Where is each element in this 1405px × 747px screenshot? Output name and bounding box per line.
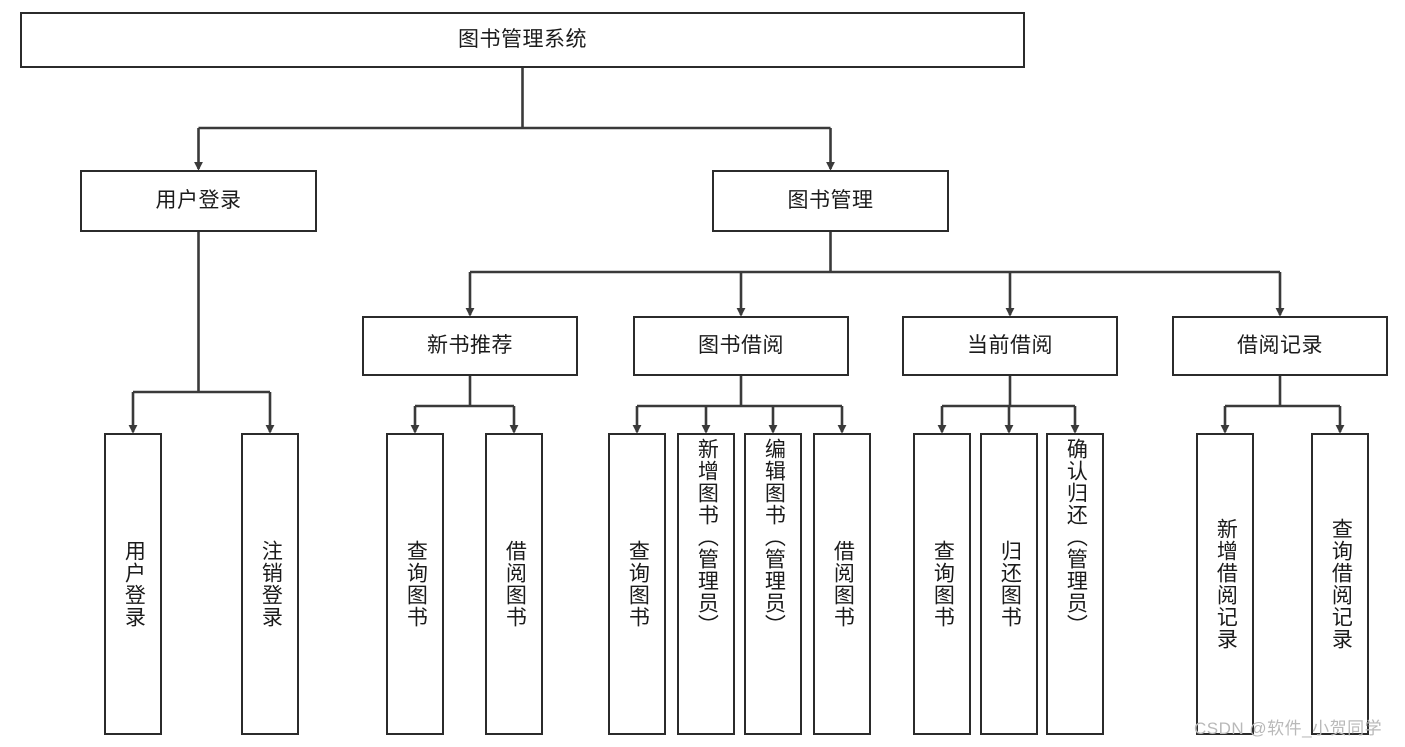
node-label-newbook: 新书推荐 (427, 334, 513, 358)
node-records-1: 新增借阅记录 (1196, 433, 1254, 735)
node-newbook-2: 借阅图书 (485, 433, 543, 735)
node-label-current-2: 归还图书 (998, 540, 1022, 628)
node-label-current-3: 确认归还（管理员） (1064, 438, 1088, 636)
node-newbook: 新书推荐 (362, 316, 578, 376)
node-newbook-1: 查询图书 (386, 433, 444, 735)
node-login-1: 用户登录 (104, 433, 162, 735)
node-label-newbook-2: 借阅图书 (503, 540, 527, 628)
node-label-bookmgmt: 图书管理 (787, 189, 874, 213)
node-label-login-2: 注销登录 (259, 540, 283, 628)
node-root: 图书管理系统 (20, 12, 1025, 68)
node-label-current: 当前借阅 (967, 334, 1053, 358)
node-records-2: 查询借阅记录 (1311, 433, 1369, 735)
node-label-root: 图书管理系统 (458, 28, 587, 52)
node-label-login: 用户登录 (155, 189, 242, 213)
node-current-3: 确认归还（管理员） (1046, 433, 1104, 735)
node-borrow-2: 新增图书（管理员） (677, 433, 735, 735)
node-label-records-1: 新增借阅记录 (1214, 518, 1238, 650)
node-label-borrow-3: 编辑图书（管理员） (762, 438, 786, 636)
node-borrow: 图书借阅 (633, 316, 849, 376)
node-label-records: 借阅记录 (1237, 334, 1323, 358)
node-label-records-2: 查询借阅记录 (1329, 518, 1353, 650)
node-login: 用户登录 (80, 170, 317, 232)
node-label-login-1: 用户登录 (122, 540, 146, 628)
csdn-watermark: CSDN @软件_小贺同学 (1194, 719, 1383, 738)
node-label-borrow-1: 查询图书 (626, 540, 650, 628)
node-current-1: 查询图书 (913, 433, 971, 735)
node-bookmgmt: 图书管理 (712, 170, 949, 232)
node-label-borrow-4: 借阅图书 (831, 540, 855, 628)
node-current-2: 归还图书 (980, 433, 1038, 735)
node-login-2: 注销登录 (241, 433, 299, 735)
node-label-borrow-2: 新增图书（管理员） (695, 438, 719, 636)
node-label-borrow: 图书借阅 (698, 334, 784, 358)
node-borrow-4: 借阅图书 (813, 433, 871, 735)
node-label-current-1: 查询图书 (931, 540, 955, 628)
node-borrow-3: 编辑图书（管理员） (744, 433, 802, 735)
node-label-newbook-1: 查询图书 (404, 540, 428, 628)
node-records: 借阅记录 (1172, 316, 1388, 376)
node-current: 当前借阅 (902, 316, 1118, 376)
node-borrow-1: 查询图书 (608, 433, 666, 735)
